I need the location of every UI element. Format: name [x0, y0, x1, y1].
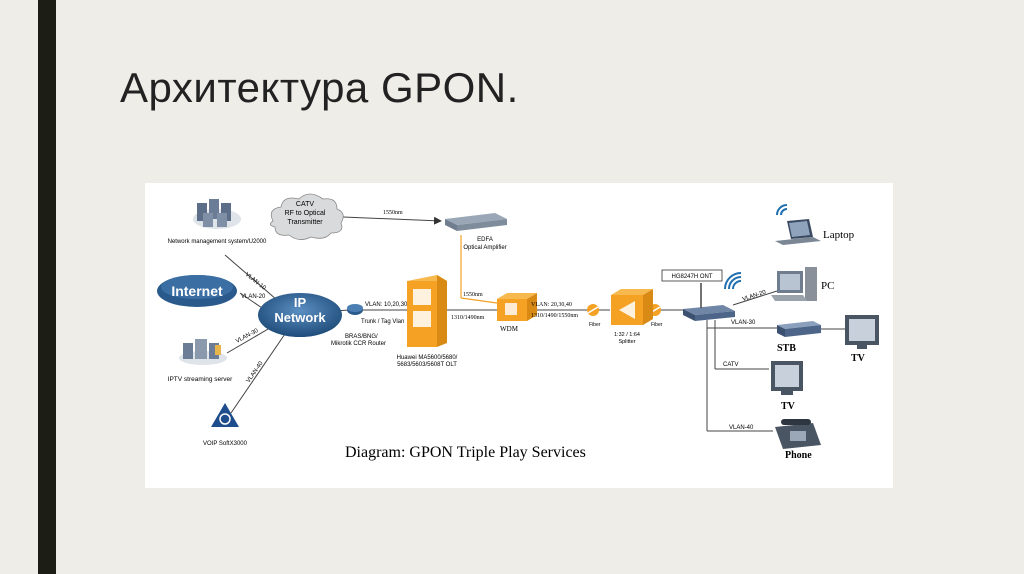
laptop-icon — [775, 219, 821, 245]
catv-label-3: Transmitter — [287, 219, 323, 226]
edfa-device-icon — [445, 213, 507, 231]
ont-catv-label: CATV — [723, 362, 739, 368]
bras-label-2: Mikrotik CCR Router — [331, 341, 386, 347]
ont-label: HG8247H ONT — [671, 274, 712, 280]
nms-label: Network management system/U2000 — [168, 239, 267, 245]
ip-network-cloud-icon — [258, 293, 342, 337]
splitter-label-1: 1:32 / 1:64 — [614, 332, 640, 338]
iptv-label: IPTV streaming server — [168, 376, 233, 383]
ip-label-1: IP — [294, 295, 307, 310]
ont-vlan40-label: VLAN-40 — [729, 425, 754, 431]
internet-cloud-icon — [157, 275, 237, 307]
connection-lines — [224, 216, 845, 432]
wl-triple-label: 1310/1490/1550nm — [531, 313, 578, 319]
olt-device-icon — [407, 275, 447, 347]
gpon-diagram: Network management system/U2000 CATV RF … — [157, 193, 879, 461]
vlan-trunk-label: VLAN: 10,20,30,40 — [365, 302, 416, 308]
stb-icon — [777, 321, 821, 337]
voip-label: VOIP SoftX3000 — [203, 441, 248, 447]
phone-icon — [775, 419, 821, 449]
catv-label-2: RF to Optical — [285, 210, 326, 217]
catv-label-1: CATV — [296, 201, 314, 208]
vlan10-label: VLAN-10 — [244, 272, 267, 292]
olt-label-2: 5683/5603/5608T OLT — [397, 362, 457, 368]
trunk-tag-label: Trunk / Tag Vlan — [361, 319, 404, 325]
voip-server-icon — [211, 403, 239, 427]
wl-1310-1490: 1310/1490nm — [451, 315, 485, 321]
fiber2-label: Fiber — [651, 322, 663, 328]
edfa-label-2: Optical Amplifier — [463, 245, 506, 251]
ont-vlan20-label: VLAN-20 — [742, 289, 768, 302]
vlan-wdm-label: VLAN: 20,30,40 — [531, 302, 572, 308]
internet-label: Internet — [171, 283, 223, 299]
wifi-icon — [724, 272, 742, 290]
wl-1550-vert: 1550nm — [463, 292, 483, 298]
ip-label-2: Network — [274, 310, 326, 325]
left-accent-bar — [38, 0, 56, 574]
tv-icon — [845, 315, 879, 349]
wdm-label: WDM — [500, 325, 519, 333]
router-icon — [347, 304, 363, 315]
fiber1-label: Fiber — [589, 322, 601, 328]
nms-server-icon — [193, 199, 241, 229]
diagram-panel: Network management system/U2000 CATV RF … — [145, 183, 893, 488]
wdm-device-icon — [497, 293, 537, 321]
tv2-label: TV — [781, 401, 796, 412]
iptv-server-icon — [179, 339, 227, 365]
wl-1550-top: 1550nm — [383, 210, 403, 216]
phone-label: Phone — [785, 450, 812, 461]
wifi-icon — [776, 204, 788, 216]
laptop-label: Laptop — [823, 229, 855, 241]
ont-device-icon — [683, 283, 735, 321]
pc-icon — [771, 267, 817, 301]
bras-label-1: BRAS/BNG/ — [345, 334, 378, 340]
vlan20-label: VLAN-20 — [241, 294, 266, 300]
tv1-label: TV — [851, 353, 866, 364]
splitter-device-icon — [611, 289, 653, 325]
olt-label-1: Huawei MA5600/5680/ — [397, 355, 458, 361]
vlan40-label: VLAN-40 — [246, 360, 265, 384]
fiber-connector-icon — [587, 304, 599, 316]
splitter-label-2: Splitter — [618, 339, 635, 345]
ont-label-box — [661, 269, 723, 282]
diagram-caption: Diagram: GPON Triple Play Services — [345, 444, 586, 461]
pc-label: PC — [821, 280, 834, 292]
slide-title: Архитектура GPON. — [120, 64, 519, 111]
edfa-label-1: EDFA — [477, 237, 493, 243]
ont-vlan30-label: VLAN-30 — [731, 320, 756, 326]
stb-label: STB — [777, 343, 796, 354]
catv-cloud-icon — [270, 193, 344, 240]
tv-icon — [771, 361, 803, 395]
